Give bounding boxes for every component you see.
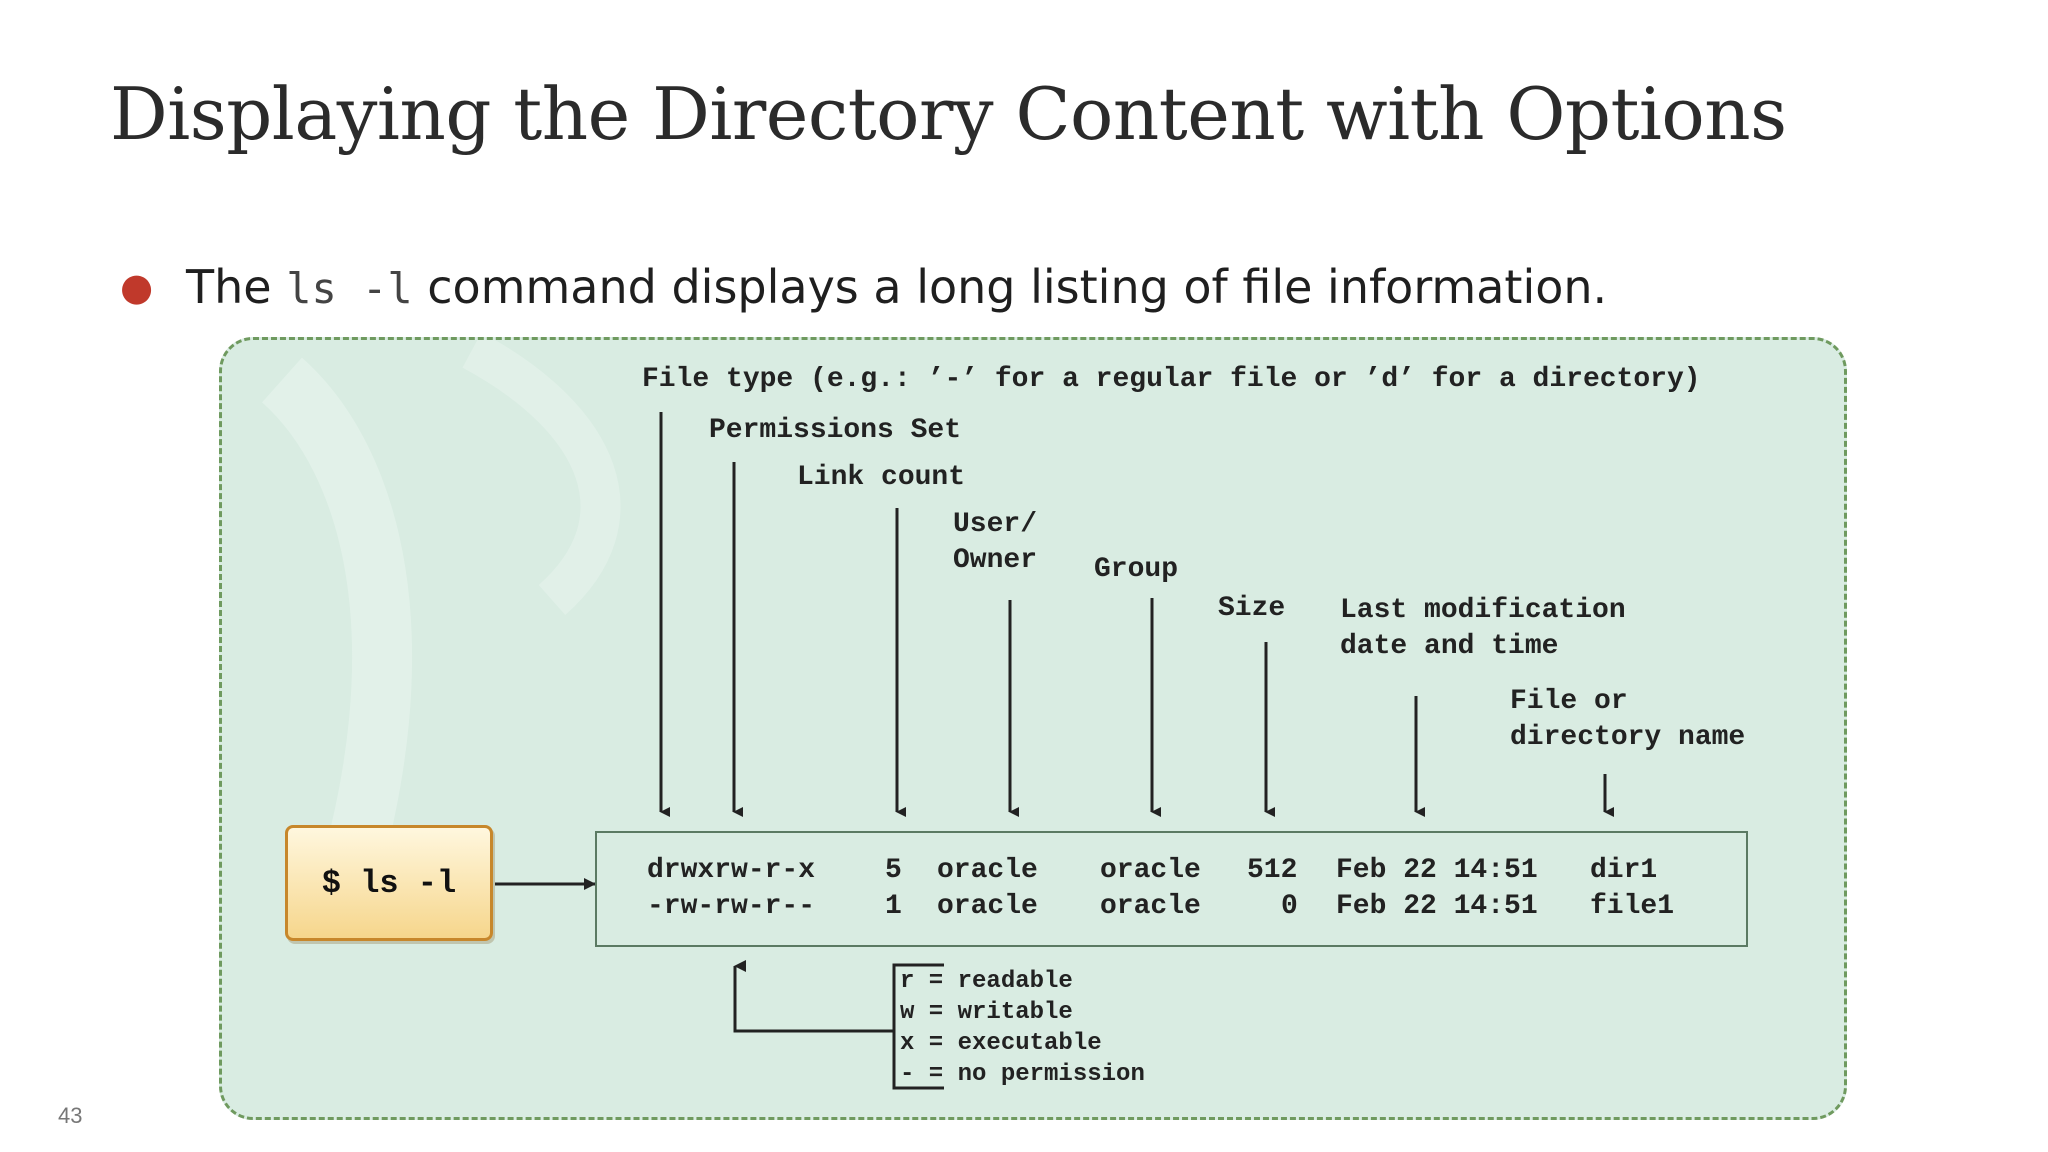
label-user-line2: Owner (953, 545, 1038, 576)
diagram-panel (219, 337, 1847, 1120)
cell-perms: -rw-rw-r-- (647, 891, 816, 922)
page-number: 43 (58, 1103, 83, 1128)
label-user-line1: User/ (953, 509, 1038, 540)
legend-bracket (892, 963, 944, 1090)
label-permissions: Permissions Set (709, 415, 962, 446)
cell-links: 1 (885, 891, 902, 922)
arrow-legend (733, 960, 894, 1033)
cell-size: 512 (1247, 855, 1298, 886)
bullet-dot-icon: ● (120, 265, 154, 309)
legend-writable: w = writable (900, 999, 1073, 1026)
bullet-text-after: command displays a long listing of file … (412, 260, 1608, 314)
label-file-type: File type (e.g.: ’-’ for a regular file … (642, 364, 1701, 395)
legend-executable: x = executable (900, 1030, 1102, 1057)
cell-size: 0 (1281, 891, 1298, 922)
label-modtime-line1: Last modification (1340, 595, 1626, 626)
panel-decoration (261, 340, 621, 909)
cell-group: oracle (1100, 891, 1201, 922)
cell-owner: oracle (937, 891, 1038, 922)
cell-name: dir1 (1590, 855, 1658, 886)
label-name-line1: File or (1510, 686, 1628, 717)
label-modtime-line2: date and time (1340, 631, 1559, 662)
label-size: Size (1218, 593, 1286, 624)
label-name-line2: directory name (1510, 722, 1746, 753)
legend-no-permission: - = no permission (900, 1061, 1145, 1088)
bullet-text: The ls -l command displays a long listin… (186, 258, 1607, 318)
cell-links: 5 (885, 855, 902, 886)
bullet-inline-code: ls -l (286, 264, 413, 313)
legend-readable: r = readable (900, 968, 1073, 995)
slide-title: Displaying the Directory Content with Op… (110, 72, 1787, 156)
command-box: $ ls -l (285, 825, 493, 941)
cell-owner: oracle (937, 855, 1038, 886)
cell-date: Feb 22 14:51 (1336, 855, 1538, 886)
label-link-count: Link count (797, 462, 966, 493)
label-group: Group (1094, 554, 1179, 585)
cell-name: file1 (1590, 891, 1675, 922)
cell-perms: drwxrw-r-x (647, 855, 816, 886)
cell-date: Feb 22 14:51 (1336, 891, 1538, 922)
bullet-text-before: The (186, 260, 287, 314)
cell-group: oracle (1100, 855, 1201, 886)
listing-box (595, 831, 1748, 947)
